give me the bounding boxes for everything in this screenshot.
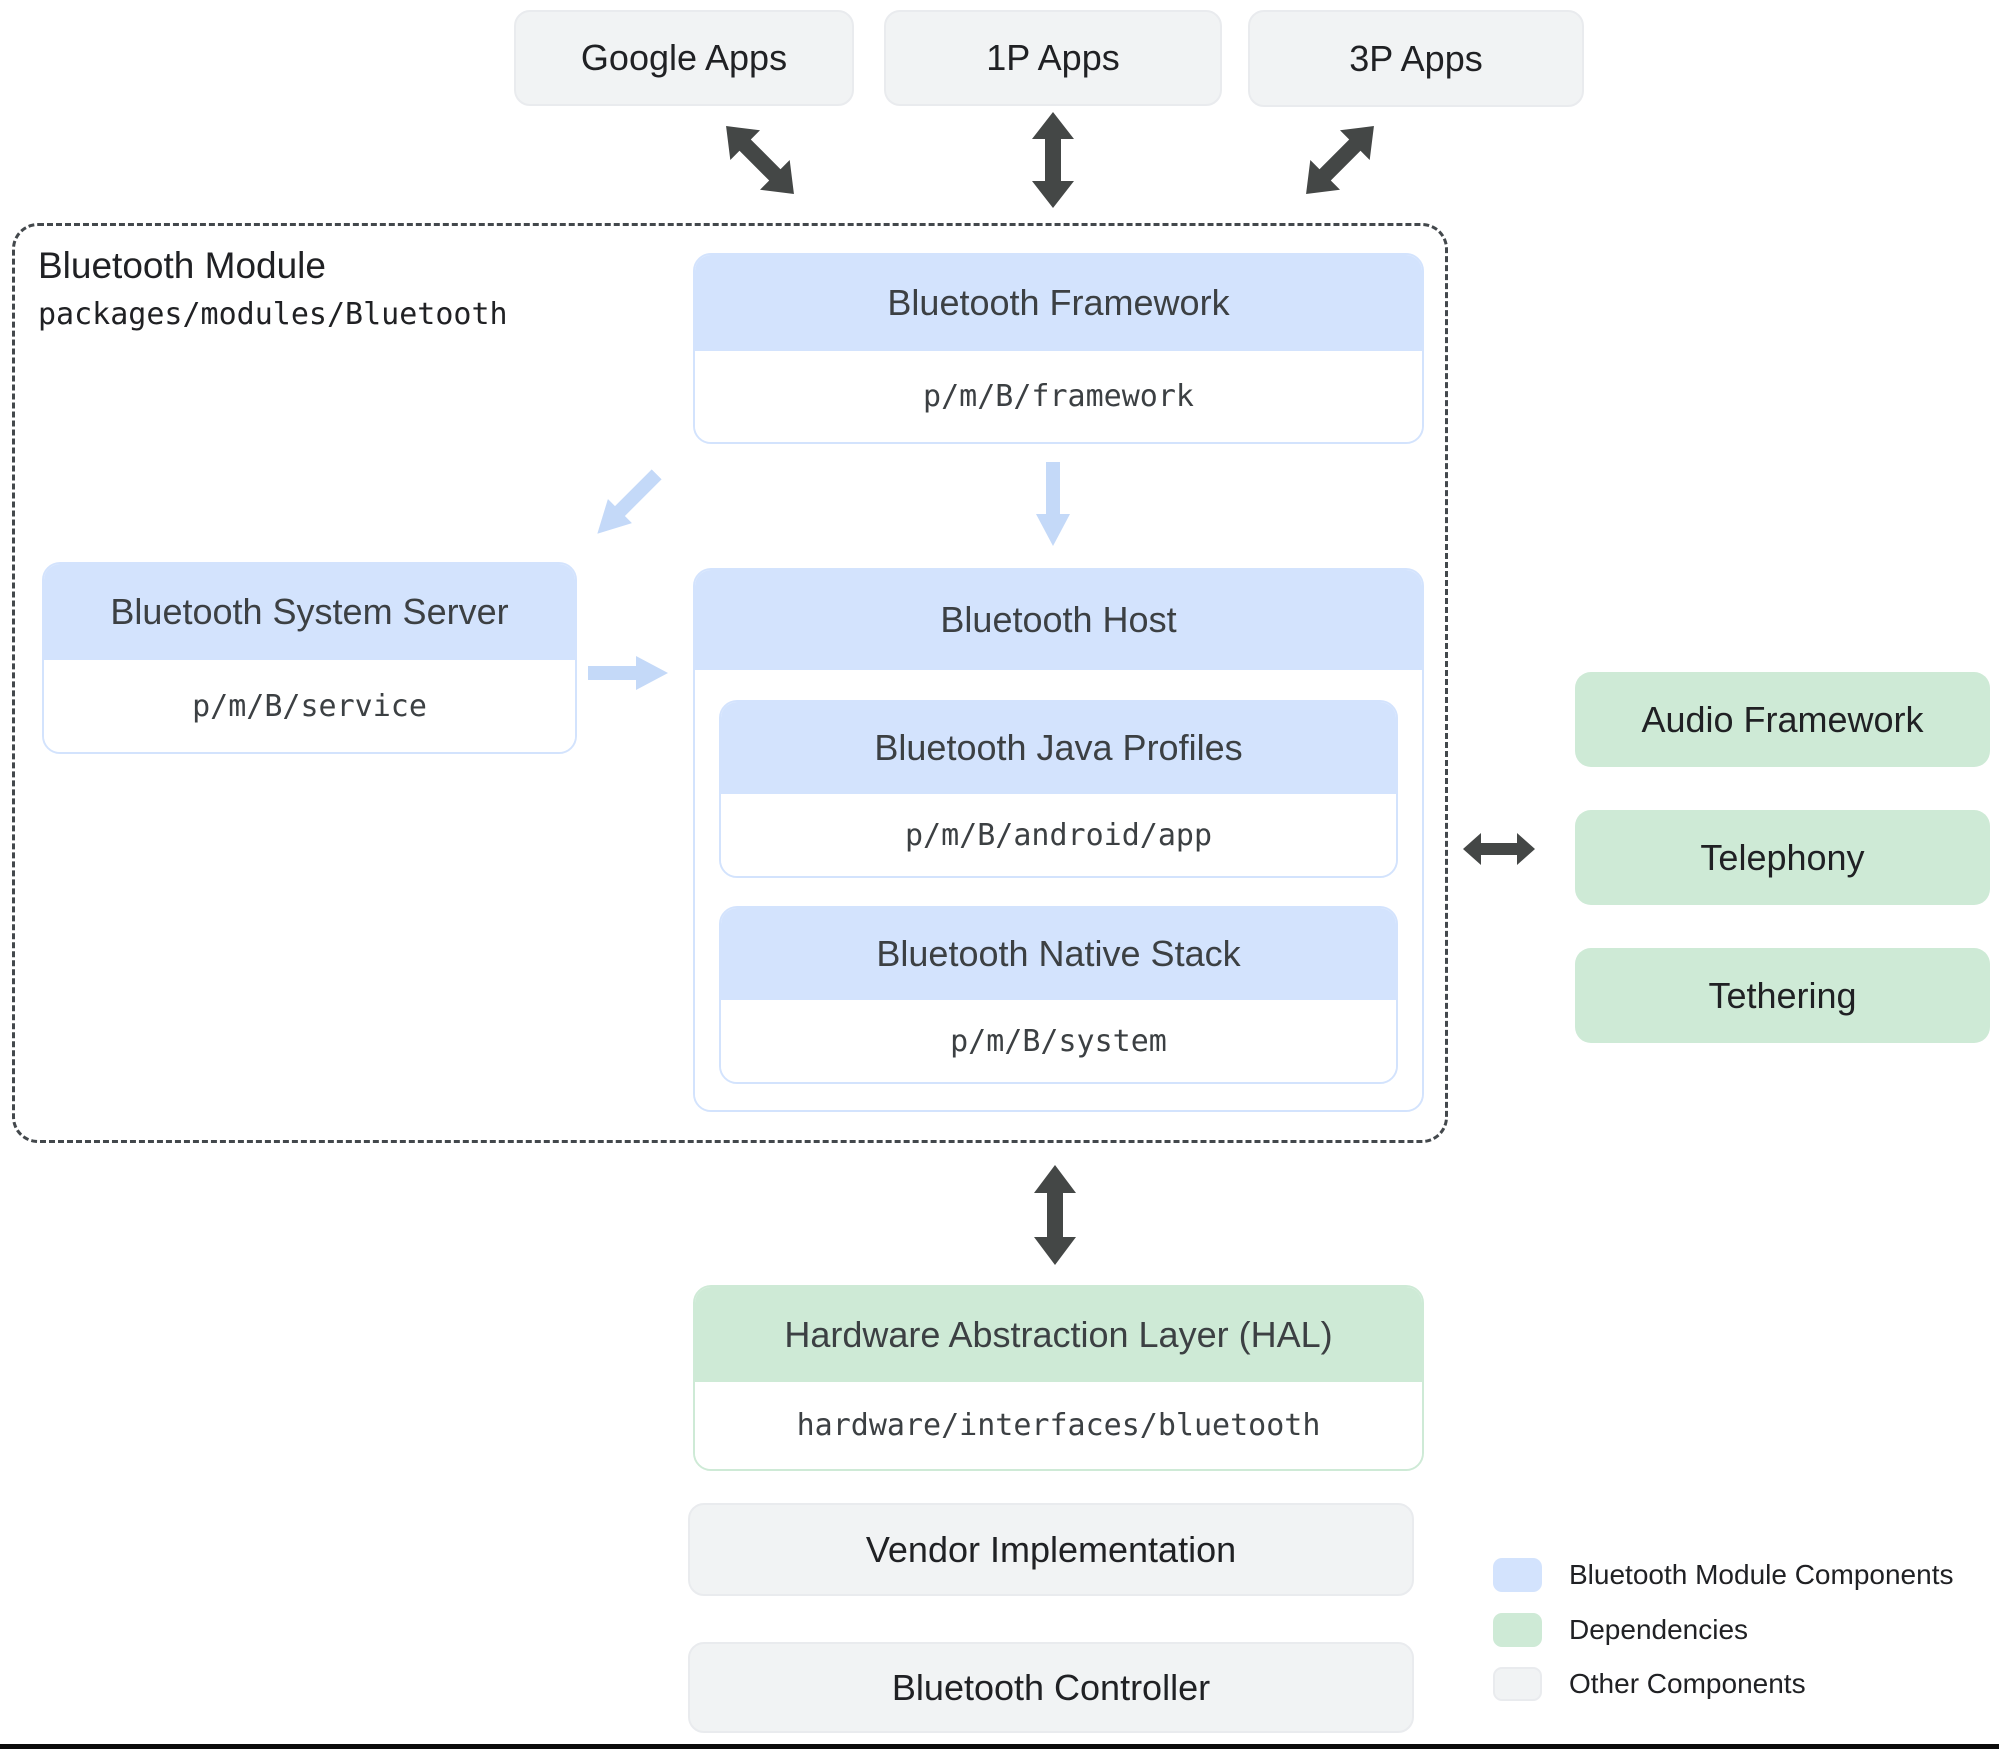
legend-label-dependencies: Dependencies	[1569, 1614, 1749, 1645]
telephony-label: Telephony	[1700, 836, 1865, 878]
system-server-to-host-arrow-icon	[588, 656, 668, 690]
google-apps-box: Google Apps	[514, 10, 854, 106]
google-apps-label: Google Apps	[580, 37, 788, 78]
module-hal-bidirectional-arrow-icon	[1032, 1165, 1078, 1265]
first-party-apps-box: 1P Apps	[884, 10, 1222, 106]
framework-to-system-server-arrow-icon	[585, 462, 668, 545]
bluetooth-host-title: Bluetooth Host	[695, 570, 1422, 670]
audio-framework-box: Audio Framework	[1575, 672, 1990, 767]
bluetooth-host-body: Bluetooth Java Profiles p/m/B/android/ap…	[695, 670, 1422, 1110]
bluetooth-native-stack-title: Bluetooth Native Stack	[721, 908, 1396, 1000]
first-party-apps-bidirectional-arrow-icon	[1029, 112, 1077, 208]
bluetooth-native-stack-path: p/m/B/system	[721, 1000, 1396, 1082]
bluetooth-host-box: Bluetooth Host Bluetooth Java Profiles p…	[693, 568, 1424, 1112]
bluetooth-java-profiles-box: Bluetooth Java Profiles p/m/B/android/ap…	[719, 700, 1398, 878]
bluetooth-framework-title: Bluetooth Framework	[695, 255, 1422, 351]
bluetooth-java-profiles-title: Bluetooth Java Profiles	[721, 702, 1396, 794]
module-dependencies-bidirectional-arrow-icon	[1463, 833, 1535, 865]
legend-swatch-other-components	[1493, 1667, 1542, 1701]
bluetooth-controller-label: Bluetooth Controller	[891, 1666, 1211, 1708]
bottom-border-line	[0, 1744, 1999, 1749]
vendor-implementation-box: Vendor Implementation	[688, 1503, 1414, 1596]
hal-title: Hardware Abstraction Layer (HAL)	[695, 1287, 1422, 1382]
bluetooth-framework-box: Bluetooth Framework p/m/B/framework	[693, 253, 1424, 444]
framework-to-host-arrow-icon	[1036, 462, 1070, 546]
hal-box: Hardware Abstraction Layer (HAL) hardwar…	[693, 1285, 1424, 1471]
legend-swatch-module-components	[1493, 1558, 1542, 1592]
first-party-apps-label: 1P Apps	[986, 37, 1120, 78]
tethering-label: Tethering	[1708, 974, 1857, 1016]
third-party-apps-bidirectional-arrow-icon	[1289, 109, 1391, 211]
bluetooth-system-server-box: Bluetooth System Server p/m/B/service	[42, 562, 577, 754]
bluetooth-framework-path: p/m/B/framework	[695, 351, 1422, 442]
bluetooth-module-title: Bluetooth Module	[38, 245, 326, 286]
legend-swatch-dependencies	[1493, 1613, 1542, 1647]
bluetooth-module-container	[12, 223, 1448, 1143]
bluetooth-module-path: packages/modules/Bluetooth	[38, 297, 508, 332]
tethering-box: Tethering	[1575, 948, 1990, 1043]
bluetooth-native-stack-box: Bluetooth Native Stack p/m/B/system	[719, 906, 1398, 1084]
vendor-implementation-label: Vendor Implementation	[865, 1528, 1237, 1570]
bluetooth-system-server-path: p/m/B/service	[44, 660, 575, 752]
bluetooth-java-profiles-path: p/m/B/android/app	[721, 794, 1396, 876]
google-apps-bidirectional-arrow-icon	[709, 109, 811, 211]
third-party-apps-box: 3P Apps	[1248, 10, 1584, 107]
telephony-box: Telephony	[1575, 810, 1990, 905]
bluetooth-system-server-title: Bluetooth System Server	[44, 564, 575, 660]
audio-framework-label: Audio Framework	[1641, 698, 1924, 740]
legend-label-other-components: Other Components	[1569, 1668, 1806, 1699]
hal-path: hardware/interfaces/bluetooth	[695, 1382, 1422, 1469]
legend-label-module-components: Bluetooth Module Components	[1569, 1559, 1954, 1590]
third-party-apps-label: 3P Apps	[1349, 37, 1483, 79]
bluetooth-controller-box: Bluetooth Controller	[688, 1642, 1414, 1733]
